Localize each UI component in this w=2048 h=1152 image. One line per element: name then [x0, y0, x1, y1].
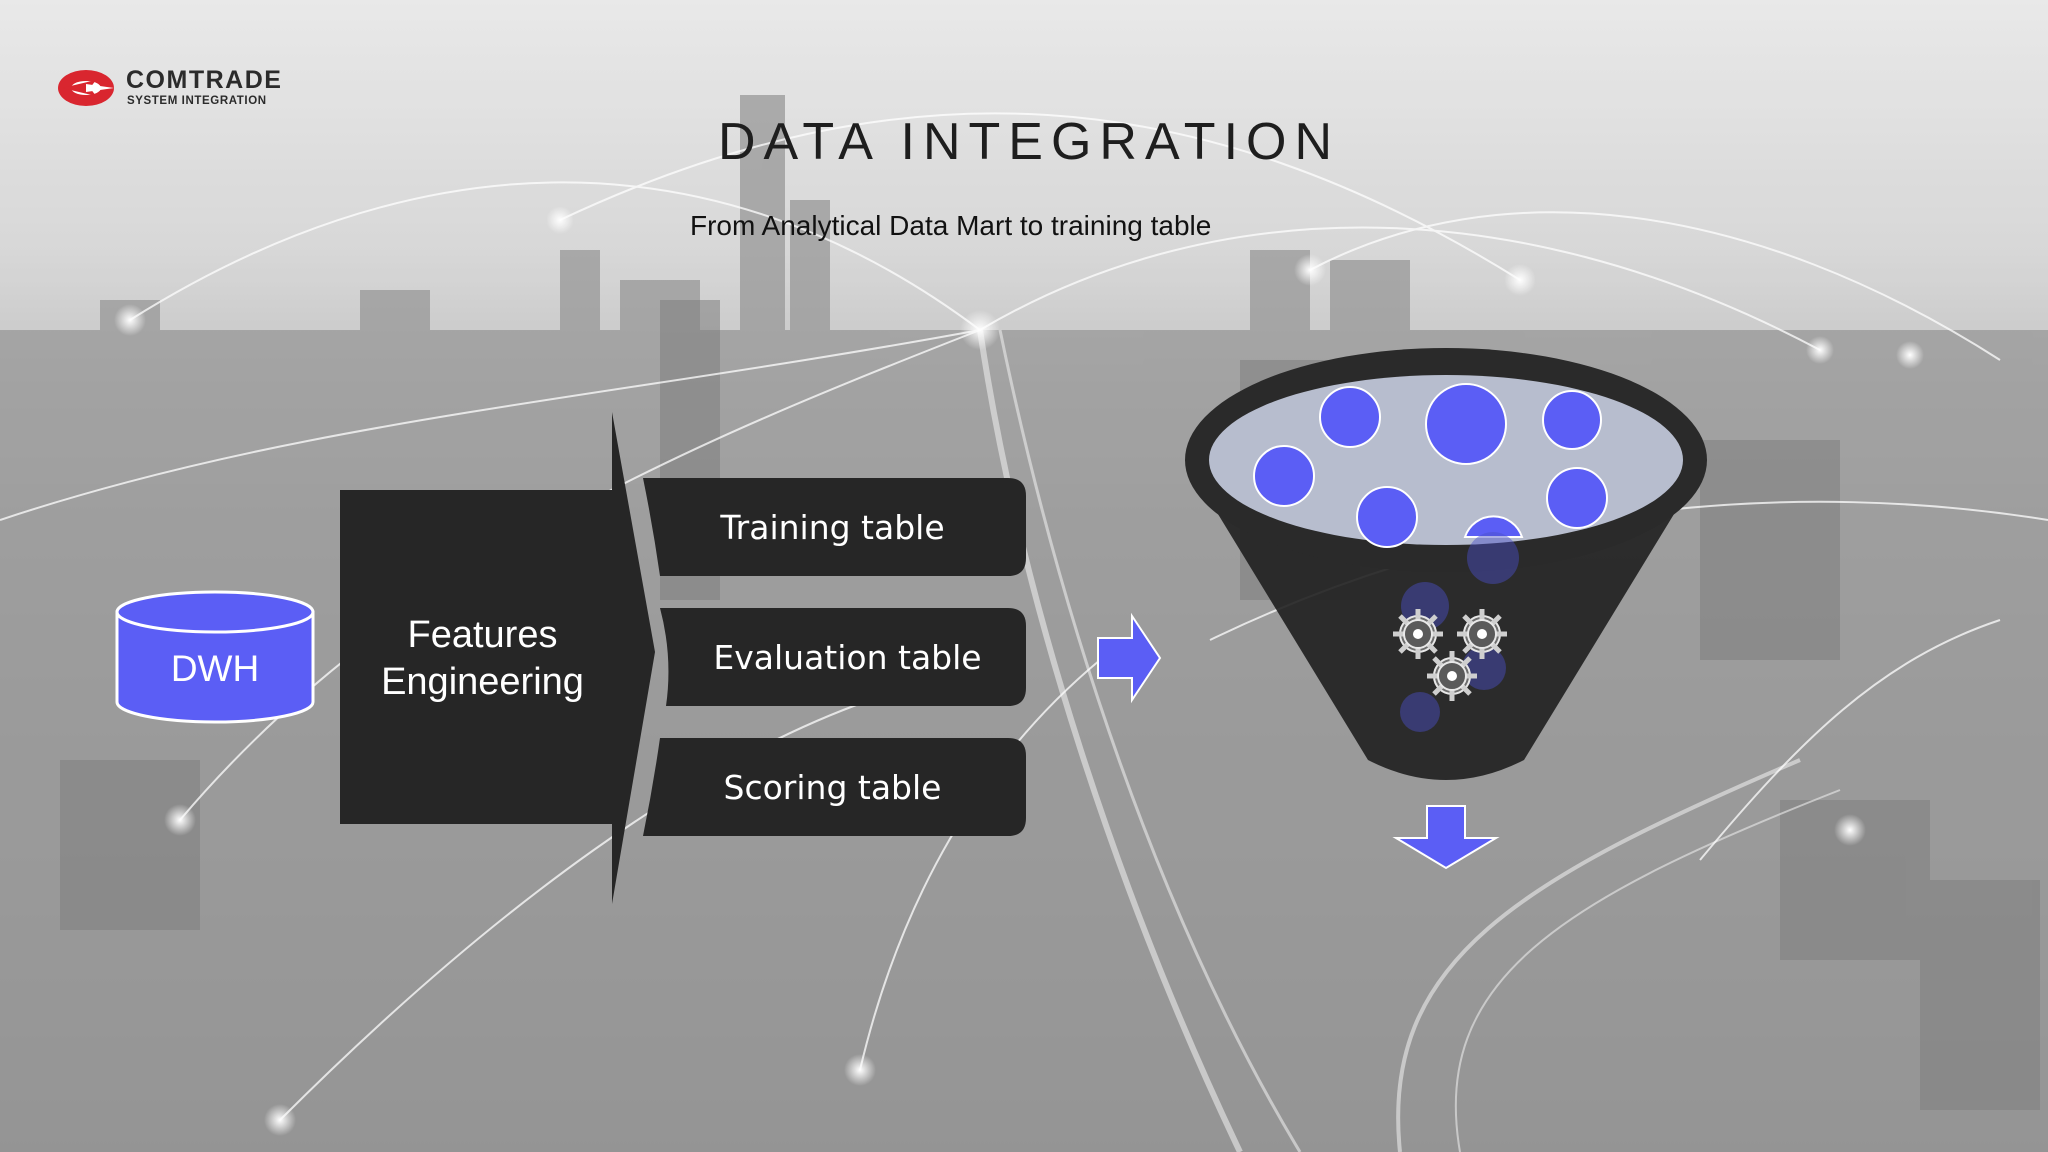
- features-engineering-line1: Features: [407, 614, 558, 656]
- evaluation-table-shape: [660, 608, 1026, 706]
- slide-title: DATA INTEGRATION: [717, 113, 1341, 171]
- features-engineering-label: Features Engineering: [340, 612, 625, 706]
- training-table-label: Training table: [720, 508, 945, 547]
- evaluation-table-label: Evaluation table: [713, 638, 982, 677]
- scoring-table-shape: [643, 738, 1026, 836]
- logo-name: COMTRADE: [126, 66, 283, 94]
- funnel-icon: [1185, 348, 1707, 780]
- company-logo: COMTRADE SYSTEM INTEGRATION: [56, 62, 296, 118]
- scoring-table-label: Scoring table: [723, 768, 942, 807]
- slide-subtitle: From Analytical Data Mart to training ta…: [690, 210, 1212, 241]
- features-engineering-line2: Engineering: [381, 661, 584, 703]
- dwh-label: DWH: [170, 648, 260, 689]
- gears-icon: [1393, 609, 1507, 701]
- logo-subtitle: SYSTEM INTEGRATION: [127, 95, 267, 107]
- features-engineering-block: [340, 412, 655, 904]
- database-cylinder-icon: [115, 590, 315, 724]
- right-arrow-icon: [1097, 612, 1162, 704]
- comtrade-logo-icon: [58, 70, 114, 106]
- down-arrow-icon: [1392, 805, 1500, 870]
- training-table-shape: [643, 478, 1026, 576]
